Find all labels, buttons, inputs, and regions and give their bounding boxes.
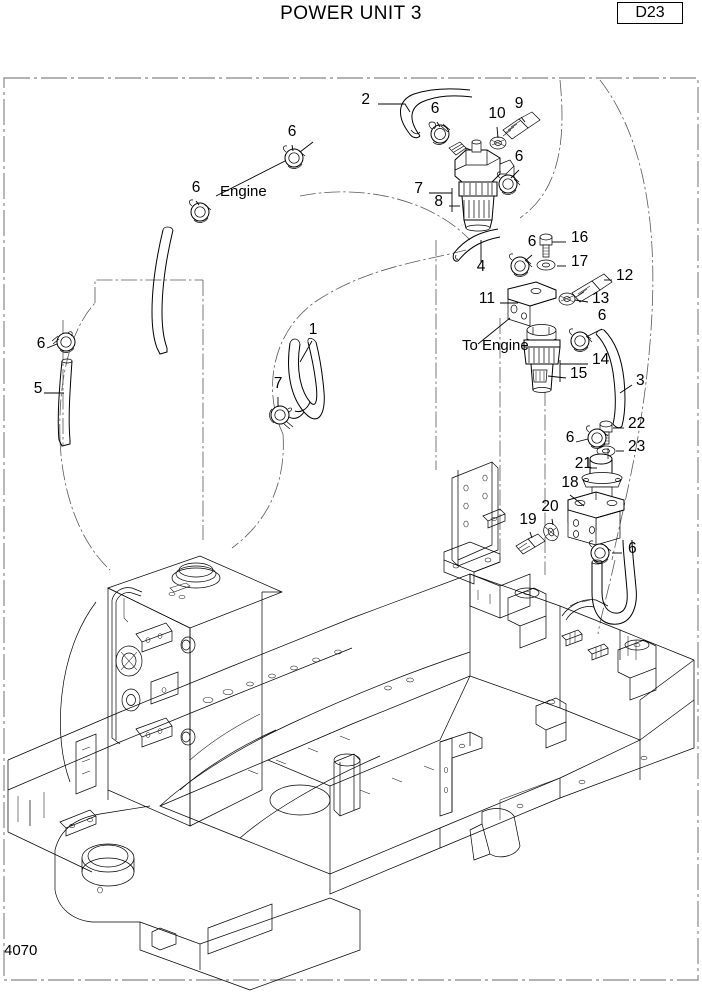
section-badge: D23	[617, 2, 683, 24]
hose-clamp-engine-upper	[283, 145, 306, 169]
hose-item-3	[595, 329, 626, 429]
callout-number: 21	[575, 455, 592, 472]
callout-number: 6	[37, 335, 46, 352]
callout-number: 13	[592, 290, 609, 307]
hose-clamp-filter-right	[497, 171, 521, 195]
drawing-border	[3, 77, 699, 981]
fuel-strainer-item-14	[523, 324, 561, 393]
mounting-bracket-item-11	[507, 281, 557, 327]
callout-number: 6	[598, 307, 607, 324]
callout-number: 18	[561, 474, 578, 491]
callout-leaders	[44, 103, 633, 554]
label-engine: Engine	[220, 183, 267, 200]
callout-number: 12	[616, 267, 633, 284]
diagram-header: POWER UNIT 3 D23	[0, 0, 702, 52]
hose-lower-right-loop	[591, 539, 637, 625]
footer-page-code: 4070	[4, 942, 38, 959]
callout-number: 17	[571, 253, 588, 270]
callout-number: 16	[571, 229, 588, 246]
upper-frame-assembly	[7, 461, 695, 991]
callout-number: 2	[361, 91, 370, 108]
hose-engine-left	[151, 226, 174, 355]
callout-number: 4	[477, 258, 486, 275]
callout-number: 14	[592, 351, 610, 368]
callout-number: 19	[519, 511, 536, 528]
hose-item-1	[288, 337, 325, 420]
callout-number: 7	[414, 180, 423, 197]
callout-number: 9	[515, 95, 524, 112]
callout-number: 22	[628, 415, 645, 432]
hose-clamp-item-5	[51, 331, 76, 353]
hydraulic-oil-tank	[107, 555, 283, 827]
callout-number: 6	[566, 429, 575, 446]
callout-number: 6	[288, 123, 297, 140]
bolt-item-19	[515, 533, 546, 555]
hose-clamp-strainer-right	[569, 328, 593, 352]
callout-number: 3	[636, 372, 645, 389]
callout-number: 11	[479, 290, 495, 307]
hose-clamp-upper-left	[428, 121, 451, 145]
hose-clamp-pump-bottom	[589, 540, 612, 564]
fuel-filter-water-separator	[448, 139, 515, 232]
callout-number: 6	[431, 100, 440, 117]
hose-item-2	[400, 88, 473, 139]
callout-number: 23	[628, 438, 645, 455]
bolt-item-16	[539, 233, 553, 258]
callout-number: 8	[434, 193, 443, 210]
washer-item-17	[536, 259, 556, 271]
hose-clamp-item-4	[509, 253, 533, 277]
machine-envelope-phantom	[59, 79, 654, 635]
callout-number: 20	[541, 498, 559, 515]
label-to-engine: To Engine	[462, 337, 529, 354]
hose-clamp-item-1	[269, 405, 294, 430]
hose-item-4	[452, 228, 501, 262]
callout-number: 7	[274, 375, 283, 392]
pump-bracket-item-18	[567, 491, 625, 546]
hose-clamp-pump-top	[586, 425, 609, 449]
washer-item-20	[543, 522, 559, 542]
callout-number: 5	[34, 380, 43, 397]
page-title: POWER UNIT 3	[280, 3, 422, 24]
washer-item-13	[558, 292, 576, 306]
hose-clamp-engine-left	[189, 199, 212, 223]
washer-item-23	[596, 445, 616, 457]
washer-item-10	[489, 136, 507, 150]
callout-number: 6	[528, 233, 537, 250]
callout-number: 6	[192, 179, 201, 196]
callout-number: 10	[488, 105, 506, 122]
bolt-item-12	[571, 273, 613, 303]
callout-number: 6	[515, 148, 524, 165]
callout-number: 6	[628, 540, 637, 557]
callout-number: 1	[309, 321, 318, 338]
callout-number: 15	[570, 365, 587, 382]
bolt-item-9	[502, 111, 541, 140]
hose-item-5	[57, 358, 73, 447]
